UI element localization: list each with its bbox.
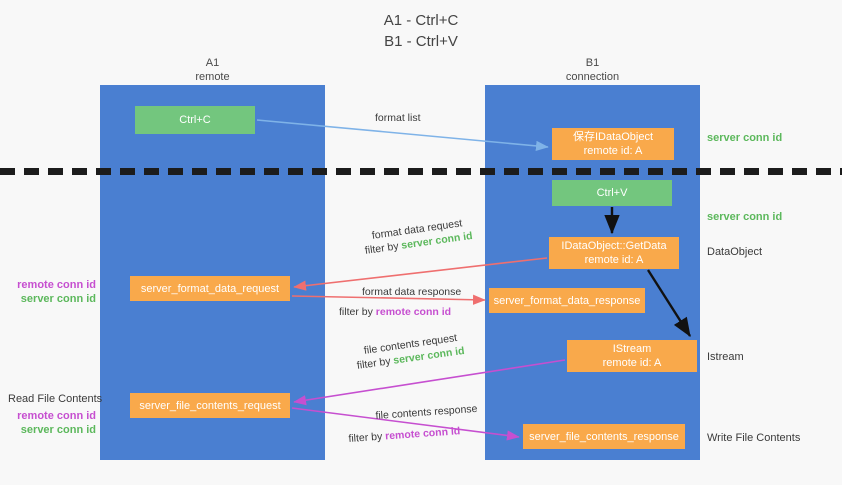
node-save-dataobject-line2: remote id: A — [583, 145, 643, 157]
lane-header-a1: A1 remote — [130, 56, 295, 84]
node-server-format-data-response-label: server_format_data_response — [493, 294, 641, 307]
annotation-left-conn-ids-1: remote conn id server conn id — [8, 278, 96, 306]
node-server-file-contents-response-label: server_file_contents_response — [529, 430, 679, 443]
filter-prefix: filter by — [348, 430, 386, 445]
node-getdata-line1: IDataObject::GetData — [561, 240, 667, 252]
node-ctrl-c[interactable]: Ctrl+C — [135, 106, 255, 134]
annotation-server-conn-id-mid: server conn id — [707, 211, 783, 223]
node-ctrl-v[interactable]: Ctrl+V — [552, 180, 672, 206]
node-ctrl-c-label: Ctrl+C — [179, 114, 211, 126]
node-istream[interactable]: IStream remote id: A — [567, 340, 697, 372]
annotation-write-file-contents: Write File Contents — [707, 432, 801, 444]
annotation-istream: Istream — [707, 351, 744, 363]
node-ctrl-v-label: Ctrl+V — [596, 187, 628, 199]
flow-label-file-contents-response-filter: filter by remote conn id — [348, 424, 461, 446]
title-line-2: B1 - Ctrl+V — [384, 33, 458, 50]
annotation-server-conn-id-2: server conn id — [20, 424, 96, 436]
lane-b1-name: B1 — [585, 57, 600, 69]
annotation-remote-conn-id-2: remote conn id — [17, 410, 96, 422]
filter-key-remote-conn-id: remote conn id — [384, 425, 461, 443]
node-save-dataobject-line1: 保存IDataObject — [572, 131, 654, 143]
lane-header-b1: B1 connection — [510, 56, 675, 84]
lane-a1-role: remote — [195, 71, 230, 83]
filter-prefix: filter by — [339, 306, 376, 318]
annotation-remote-conn-id-1: remote conn id — [17, 279, 96, 291]
node-istream-line1: IStream — [612, 343, 652, 355]
node-server-format-data-request-label: server_format_data_request — [140, 282, 280, 295]
annotation-server-conn-id-1: server conn id — [20, 293, 96, 305]
lane-b1-role: connection — [565, 71, 620, 83]
filter-key-remote-conn-id: remote conn id — [375, 306, 452, 318]
flow-label-format-data-response-filter: filter by remote conn id — [339, 305, 451, 319]
flow-label-format-data-response: format data response — [362, 286, 462, 298]
node-server-format-data-response[interactable]: server_format_data_response — [489, 288, 645, 313]
filter-prefix: filter by — [364, 239, 403, 257]
lane-a1-name: A1 — [205, 57, 220, 69]
annotation-left-conn-ids-2: remote conn id server conn id — [8, 409, 96, 437]
node-getdata-line2: remote id: A — [584, 254, 644, 266]
dashed-phase-divider — [0, 168, 842, 175]
annotation-dataobject: DataObject — [707, 246, 763, 258]
filter-prefix: filter by — [356, 354, 395, 372]
annotation-read-file-contents: Read File Contents — [8, 393, 103, 405]
node-idataobject-getdata[interactable]: IDataObject::GetData remote id: A — [549, 237, 679, 269]
node-save-dataobject[interactable]: 保存IDataObject remote id: A — [552, 128, 674, 160]
node-server-file-contents-request[interactable]: server_file_contents_request — [130, 393, 290, 418]
node-server-format-data-request[interactable]: server_format_data_request — [130, 276, 290, 301]
title-line-1: A1 - Ctrl+C — [383, 12, 459, 29]
flow-label-format-list: format list — [375, 112, 421, 124]
node-server-file-contents-response[interactable]: server_file_contents_response — [523, 424, 685, 449]
annotation-server-conn-id-top: server conn id — [707, 132, 783, 144]
flow-label-file-contents-response: file contents response — [375, 402, 478, 422]
node-istream-line2: remote id: A — [602, 357, 662, 369]
diagram-title: A1 - Ctrl+C B1 - Ctrl+V — [0, 10, 842, 52]
node-server-file-contents-request-label: server_file_contents_request — [139, 399, 281, 412]
